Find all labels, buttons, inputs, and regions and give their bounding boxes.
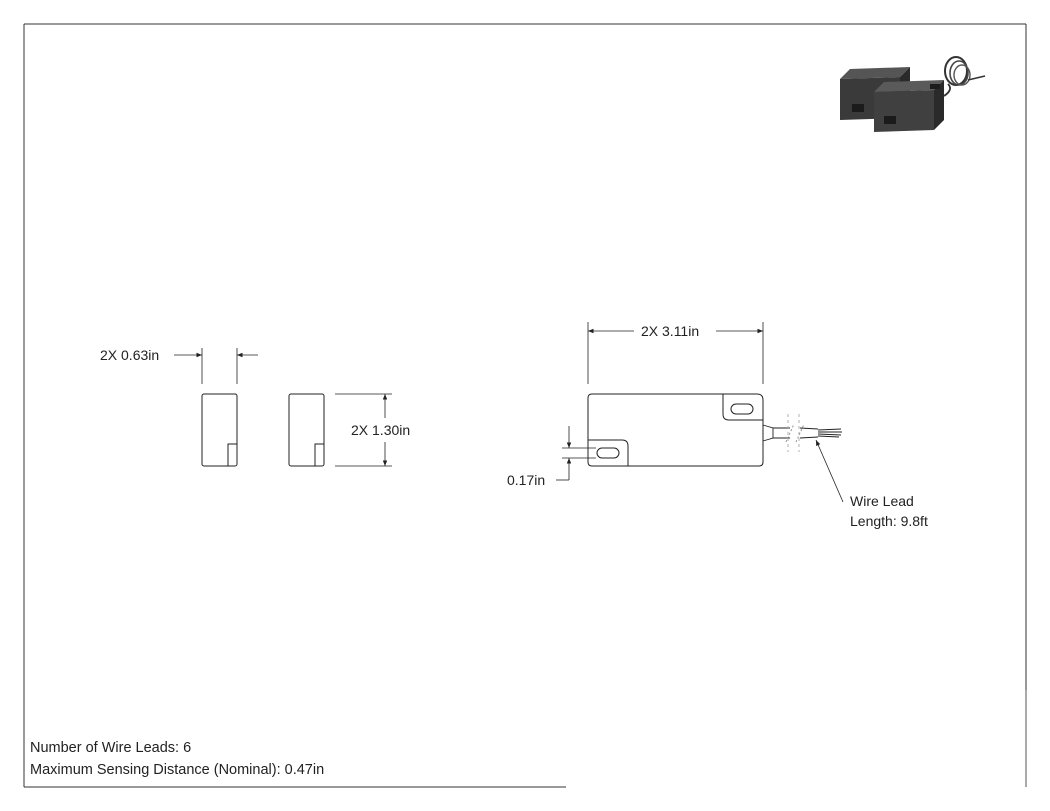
side-view	[201, 393, 325, 467]
top-view	[587, 393, 764, 467]
sensing-distance-note: Maximum Sensing Distance (Nominal): 0.47…	[30, 762, 325, 778]
hole-dimension	[556, 426, 596, 481]
length-dimension	[587, 322, 764, 384]
sensor-body	[587, 393, 764, 467]
wire-lead-callout-line1: Wire Lead	[850, 493, 914, 509]
mounting-slot-right	[730, 403, 754, 415]
wire-leads-note: Number of Wire Leads: 6	[30, 740, 192, 756]
magnet-body-left	[201, 393, 238, 467]
mounting-slot-left	[596, 447, 620, 459]
width-dimension	[174, 348, 258, 384]
height-dimension-label: 2X 1.30in	[351, 422, 410, 438]
magnet-body-right	[288, 393, 325, 467]
magnetic-sensor-pair-icon	[840, 56, 986, 132]
height-dimension	[335, 393, 392, 467]
wire-lead-callout-line2: Length: 9.8ft	[850, 513, 928, 529]
wire-lead-leader	[815, 439, 844, 503]
wire-lead	[762, 414, 842, 452]
length-dimension-label: 2X 3.11in	[641, 323, 699, 339]
hole-dimension-label: 0.17in	[507, 472, 545, 488]
sheet-border	[23, 23, 1027, 788]
width-dimension-label: 2X 0.63in	[100, 347, 159, 363]
